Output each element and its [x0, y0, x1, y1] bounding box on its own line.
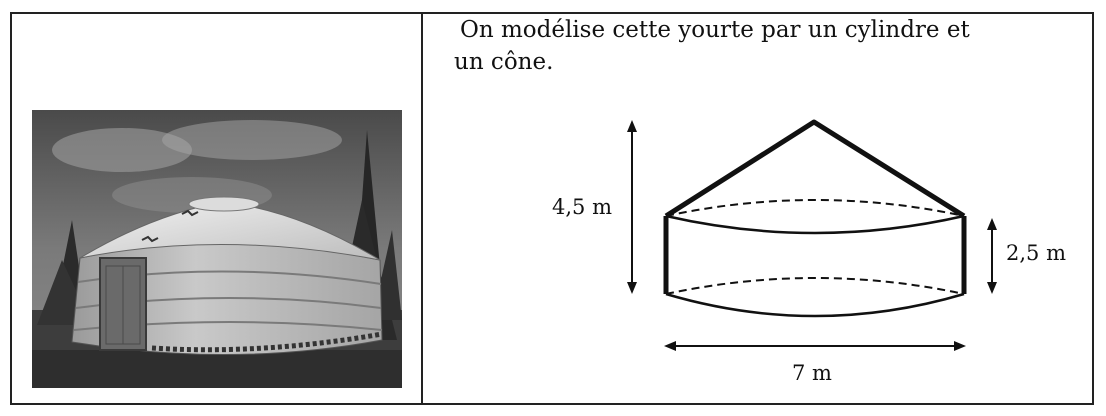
cylinder-height-arrow: [987, 218, 997, 294]
exercise-table: On modélise cette yourte par un cylindre…: [10, 12, 1094, 405]
bottom-ellipse-front: [665, 292, 965, 318]
diameter-arrow: [664, 341, 966, 351]
top-ellipse-back: [665, 199, 965, 217]
yurt-model-diagram: 4,5 m 2,5 m 7 m: [552, 119, 1066, 385]
total-height-label: 4,5 m: [552, 195, 612, 219]
intro-line-1: On modélise cette yourte par un cylindre…: [460, 17, 970, 43]
top-ellipse-front: [665, 214, 965, 235]
total-height-arrow: [627, 120, 637, 294]
intro-text: On modélise cette yourte par un cylindre…: [454, 14, 970, 78]
diameter-label: 7 m: [792, 361, 832, 385]
intro-line-2: un cône.: [454, 49, 554, 75]
column-divider: [421, 14, 423, 403]
bottom-ellipse-back: [665, 277, 965, 295]
cylinder-height-label: 2,5 m: [1006, 241, 1066, 265]
cone-outline: [664, 119, 966, 219]
yurt-photo: [32, 110, 402, 388]
